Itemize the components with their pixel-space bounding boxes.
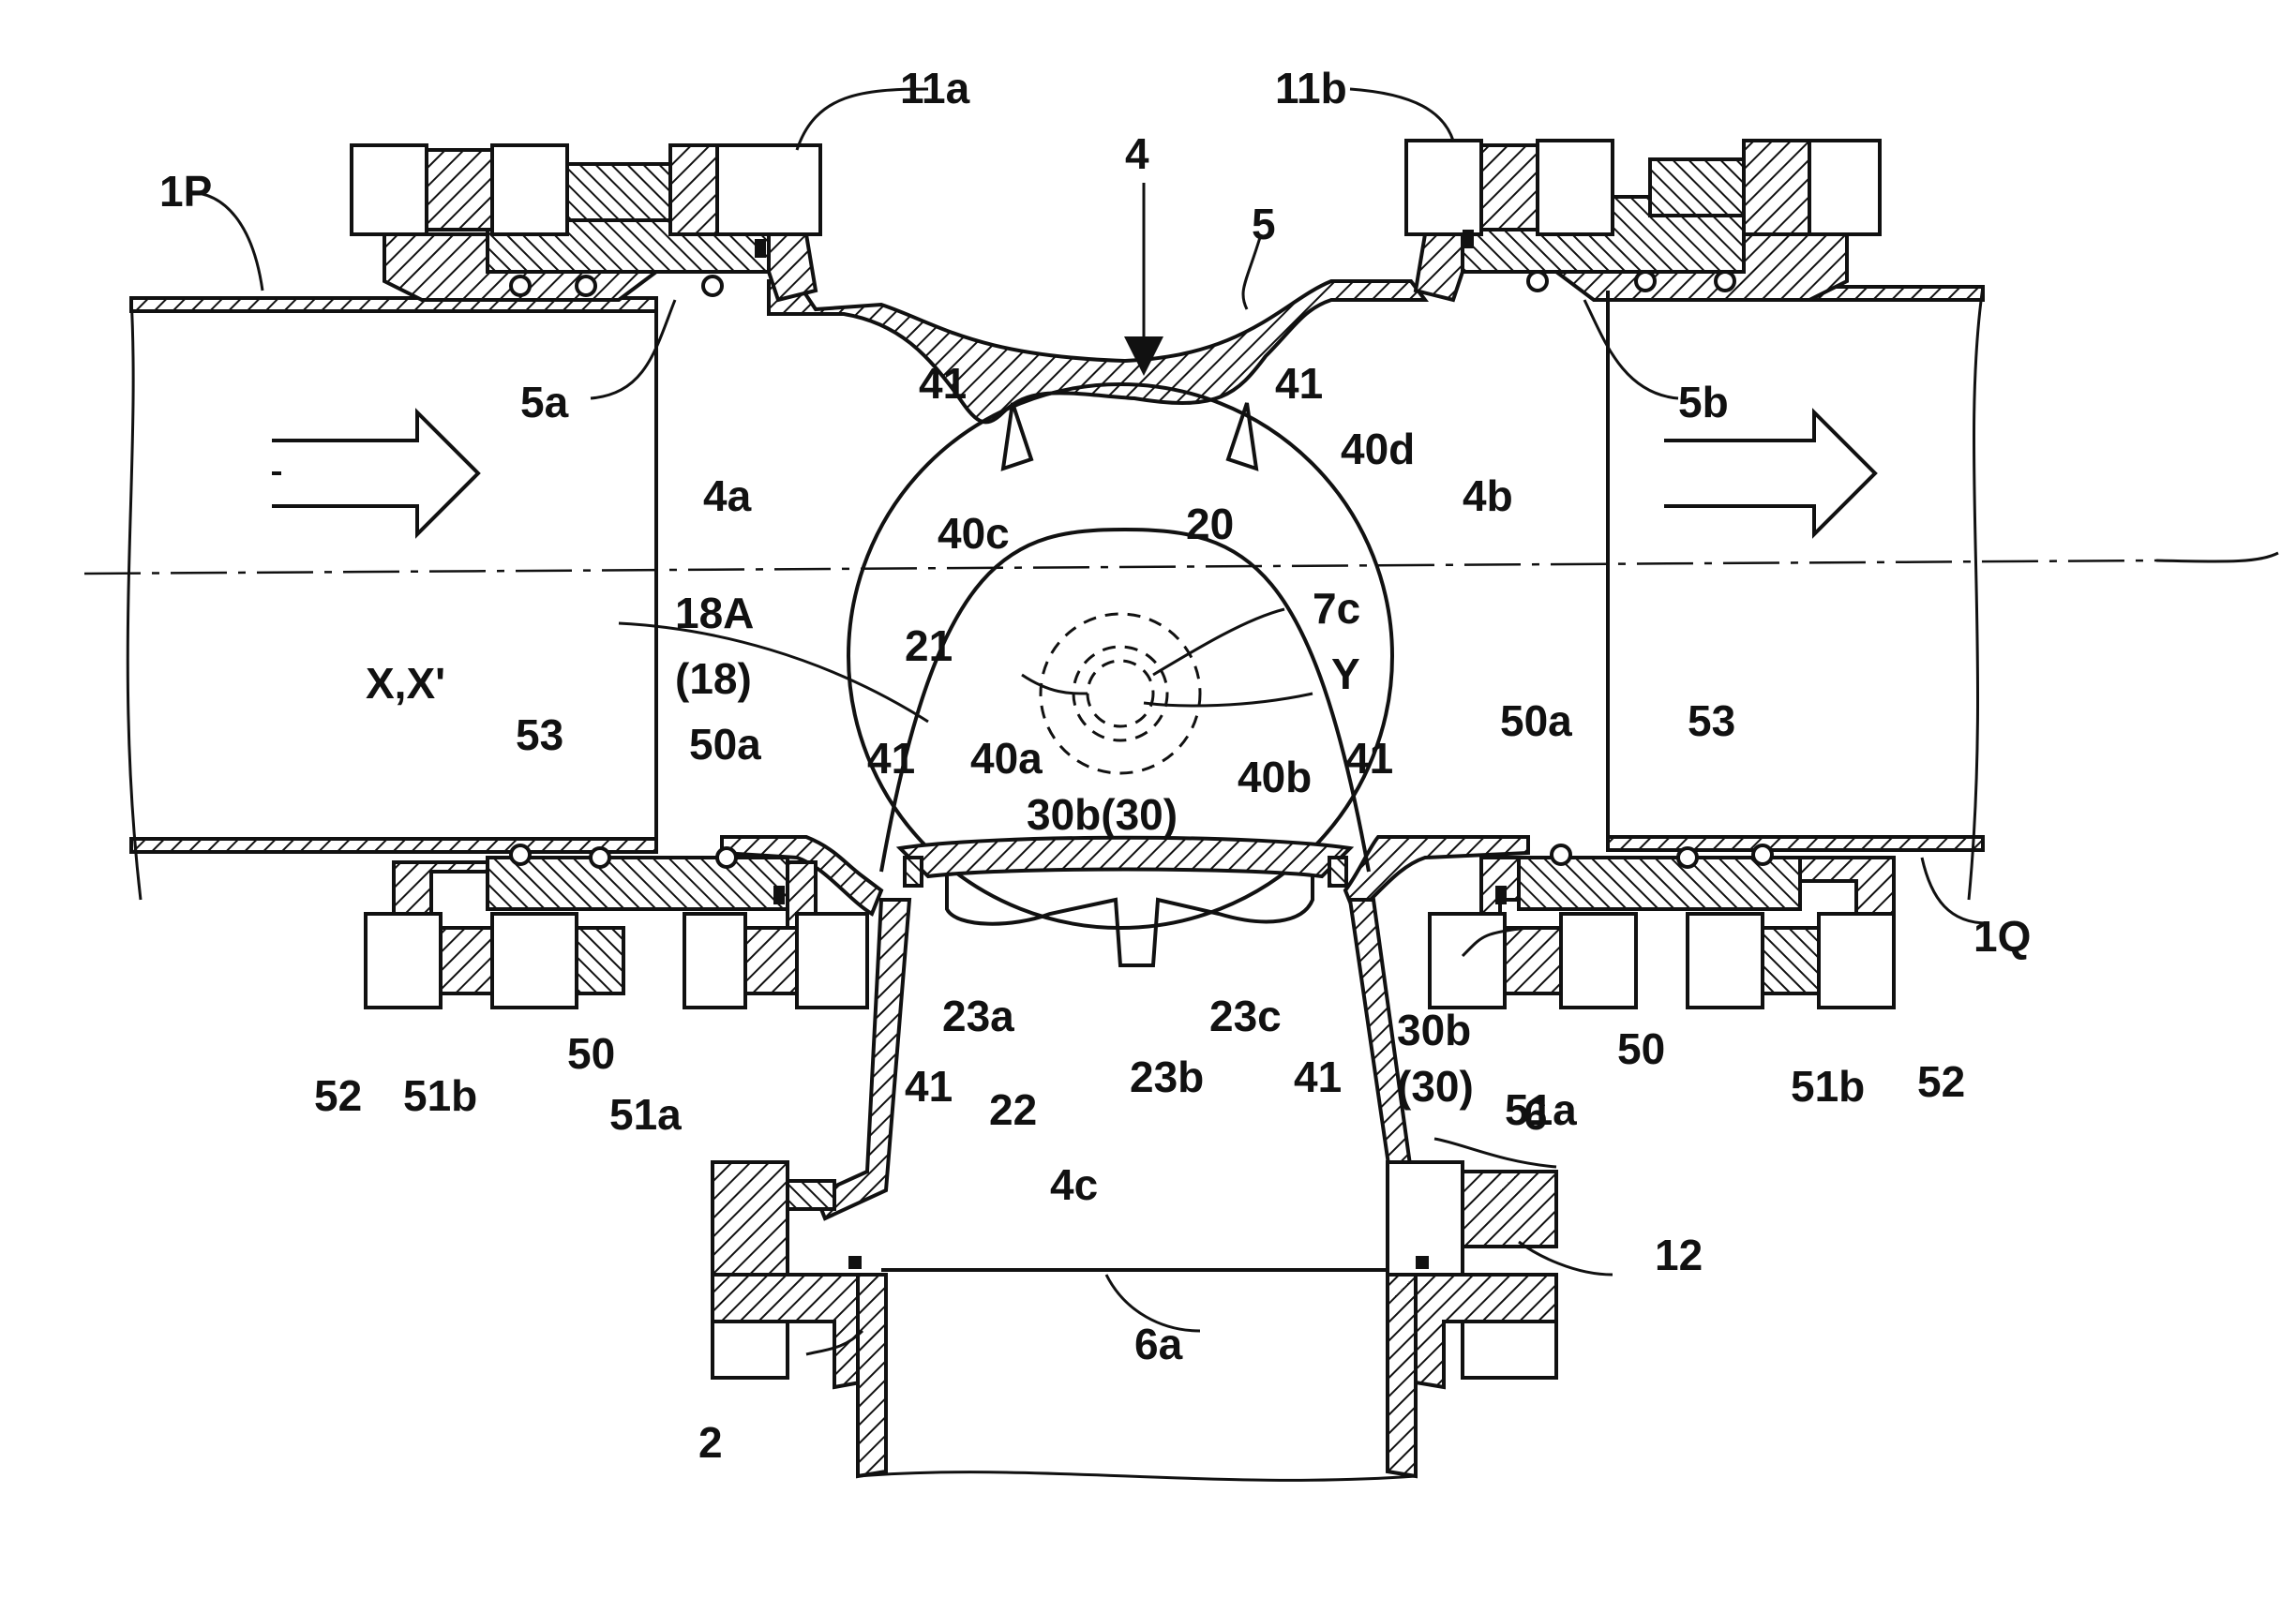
label-51b-right: 51b <box>1791 1062 1865 1111</box>
label-18: (18) <box>675 654 752 703</box>
label-X: X,X' <box>366 659 445 708</box>
label-5b: 5b <box>1678 378 1729 426</box>
label-50-left: 50 <box>567 1029 615 1078</box>
label-21: 21 <box>905 621 953 670</box>
label-52-left: 52 <box>314 1071 362 1120</box>
label-7c: 7c <box>1313 584 1360 633</box>
pipe-1P <box>128 298 656 900</box>
label-18A: 18A <box>675 589 754 637</box>
union-11a <box>352 145 820 300</box>
label-30: (30) <box>1397 1062 1474 1111</box>
label-6: 6 <box>1523 1090 1548 1139</box>
label-23b: 23b <box>1130 1053 1204 1101</box>
label-11b: 11b <box>1275 64 1347 112</box>
label-6a: 6a <box>1134 1320 1183 1368</box>
label-23a: 23a <box>942 992 1014 1040</box>
label-30b30: 30b(30) <box>1027 790 1178 839</box>
label-1P: 1P <box>159 167 212 216</box>
label-41-bottom-left: 41 <box>905 1062 953 1111</box>
label-41-bottom-right: 41 <box>1294 1053 1342 1101</box>
bottom-plate-22 <box>900 838 1350 965</box>
label-30b: 30b <box>1397 1006 1471 1054</box>
label-12: 12 <box>1655 1231 1703 1279</box>
label-4b: 4b <box>1463 471 1513 520</box>
label-40a: 40a <box>970 734 1043 783</box>
label-22: 22 <box>989 1085 1037 1134</box>
pipe-2 <box>858 1275 1416 1480</box>
label-4: 4 <box>1125 129 1149 178</box>
axis-x <box>84 560 2156 574</box>
label-41-mid-left: 41 <box>867 734 915 783</box>
pipe-1Q <box>1608 287 1983 900</box>
label-5a: 5a <box>520 378 569 426</box>
label-4c: 4c <box>1050 1160 1098 1209</box>
label-51b-left: 51b <box>403 1071 477 1120</box>
label-50a-left: 50a <box>689 720 761 769</box>
label-50-right: 50 <box>1617 1024 1665 1073</box>
label-2: 2 <box>698 1418 723 1467</box>
union-11b <box>1406 141 1880 300</box>
label-23c: 23c <box>1209 992 1282 1040</box>
label-52-right: 52 <box>1917 1057 1965 1106</box>
label-Y: Y <box>1331 650 1360 698</box>
label-1Q: 1Q <box>1973 912 2031 961</box>
label-40c: 40c <box>938 509 1010 558</box>
label-40d: 40d <box>1341 425 1415 473</box>
label-51a-left: 51a <box>609 1090 682 1139</box>
label-41-top-left: 41 <box>919 359 967 408</box>
flow-arrow-inlet <box>272 412 478 534</box>
label-20: 20 <box>1186 500 1234 548</box>
label-5: 5 <box>1252 200 1276 248</box>
label-41-top-right: 41 <box>1275 359 1323 408</box>
label-53-right: 53 <box>1688 696 1735 745</box>
label-50a-right: 50a <box>1500 696 1572 745</box>
label-4a: 4a <box>703 471 752 520</box>
union-50-left <box>366 845 867 1008</box>
flow-arrow-outlet <box>1664 412 1875 534</box>
label-11a: 11a <box>900 64 970 112</box>
label-53-left: 53 <box>516 710 563 759</box>
label-40b: 40b <box>1238 753 1312 801</box>
union-50-right <box>1430 845 1894 1008</box>
label-41-mid-right: 41 <box>1345 734 1393 783</box>
